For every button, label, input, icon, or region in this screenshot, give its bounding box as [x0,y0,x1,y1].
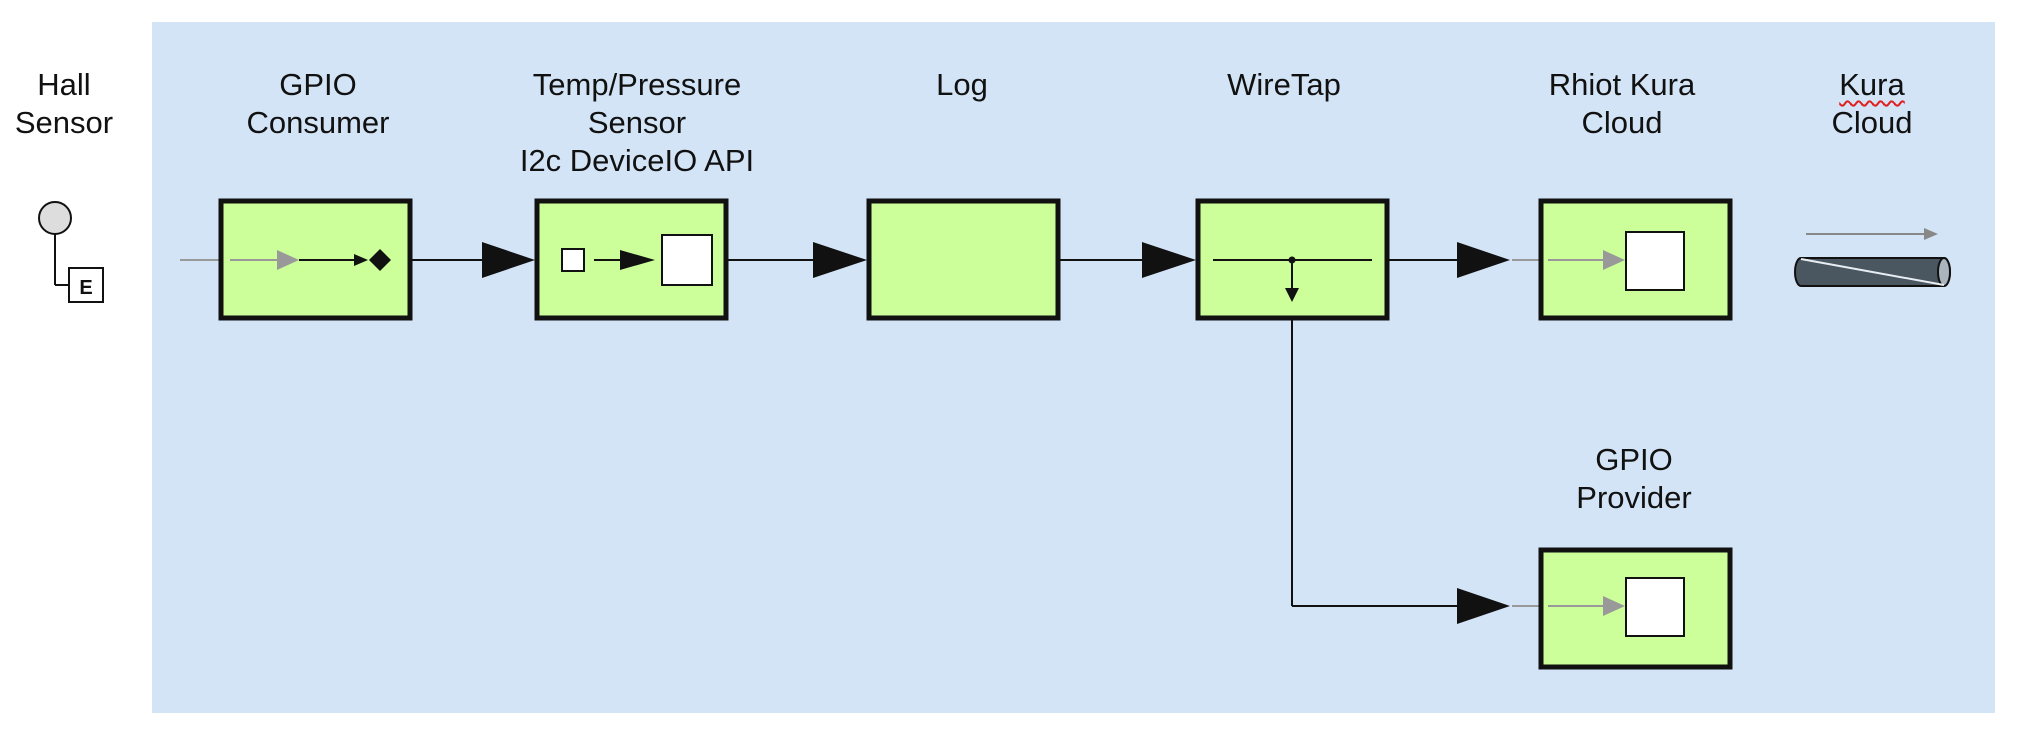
wiretap-icon [1213,256,1372,302]
log-box[interactable] [866,198,1061,321]
gpio-consumer-box[interactable] [218,198,413,321]
polling-consumer-icon [230,249,391,271]
log-label: Log [936,67,988,102]
message-channel-icon [1794,228,1951,287]
message-endpoint-icon [1548,577,1685,637]
wiretap-label: WireTap [1227,67,1341,102]
wiretap-box[interactable] [1195,198,1390,321]
message-translator-icon [561,234,713,286]
event-endpoint-icon: E [38,201,104,303]
message-endpoint-icon [1548,231,1685,291]
flow-arrow-3 [1058,242,1196,278]
temp-pressure-sensor-box[interactable] [534,198,729,321]
flow-arrow-2 [726,242,867,278]
hall-sensor-badge: E [79,277,92,299]
gpio-provider-box[interactable] [1538,547,1733,670]
flow-arrow-1 [410,242,535,278]
rhiot-kura-cloud-box[interactable] [1538,198,1733,321]
